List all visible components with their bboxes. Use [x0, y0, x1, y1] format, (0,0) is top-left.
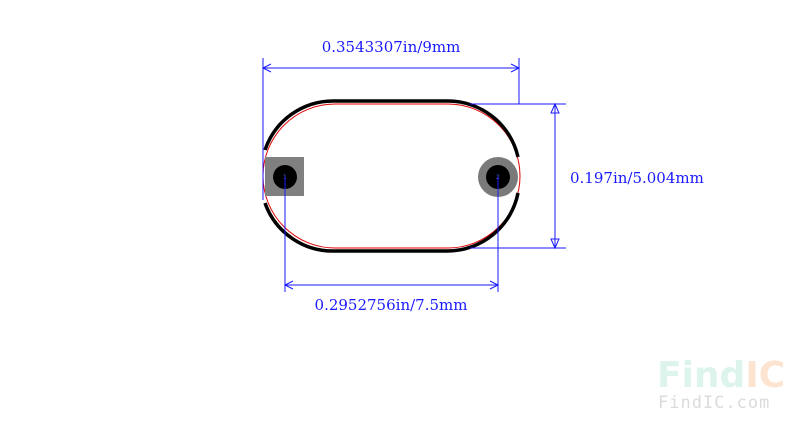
watermark-url: FindIC.com — [658, 393, 770, 413]
pitch-dimension — [283, 177, 500, 292]
silkscreen-outline — [263, 99, 520, 253]
watermark-logo: FindIC — [657, 355, 785, 396]
height-dimension — [470, 102, 566, 250]
pitch-dimension-label: 0.2952756in/7.5mm — [315, 296, 468, 314]
height-dimension-label: 0.197in/5.004mm — [570, 169, 704, 187]
findic-watermark: FindIC — [657, 355, 785, 396]
width-dimension-label: 0.3543307in/9mm — [322, 38, 461, 56]
width-dimension — [261, 58, 521, 200]
